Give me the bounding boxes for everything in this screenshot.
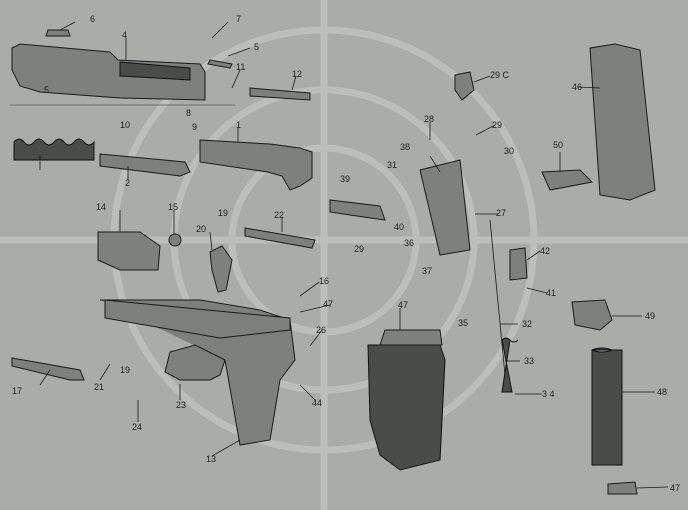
recoil-spring bbox=[13, 138, 95, 161]
label-10: 10 bbox=[120, 120, 130, 130]
label-5a: 5 bbox=[254, 42, 259, 52]
label-9: 9 bbox=[192, 122, 197, 132]
label-16: 16 bbox=[319, 276, 329, 286]
label-20: 20 bbox=[196, 224, 206, 234]
label-19: 19 bbox=[218, 208, 228, 218]
label-22: 22 bbox=[274, 210, 284, 220]
label-34: 3 4 bbox=[542, 389, 555, 399]
label-30: 30 bbox=[504, 146, 514, 156]
trigger bbox=[209, 245, 233, 293]
rear-sight bbox=[45, 29, 71, 37]
slide-stop-lever bbox=[11, 357, 85, 381]
label-32: 32 bbox=[522, 319, 532, 329]
label-37: 37 bbox=[422, 266, 432, 276]
leader-lines bbox=[39, 21, 669, 489]
magazine-catch bbox=[509, 247, 528, 281]
part-labels: 6 7 4 5 5 8 9 10 11 12 1 2 2 14 15 20 19… bbox=[12, 14, 680, 493]
label-46: 46 bbox=[572, 82, 582, 92]
label-8: 8 bbox=[186, 108, 191, 118]
label-31: 31 bbox=[387, 160, 397, 170]
label-19b: 19 bbox=[120, 365, 130, 375]
guide-rod bbox=[99, 153, 191, 177]
label-14: 14 bbox=[96, 202, 106, 212]
label-27: 27 bbox=[496, 208, 506, 218]
label-33: 33 bbox=[524, 356, 534, 366]
decocker bbox=[329, 199, 386, 221]
magazine-spring bbox=[591, 347, 623, 466]
label-5b: 5 bbox=[44, 85, 49, 95]
label-42: 42 bbox=[540, 246, 550, 256]
firing-pin-group bbox=[249, 87, 311, 101]
trigger-bar bbox=[244, 227, 316, 249]
label-40: 40 bbox=[394, 222, 404, 232]
magazine-body bbox=[589, 43, 656, 201]
label-41: 41 bbox=[546, 288, 556, 298]
hammer bbox=[454, 71, 475, 101]
takedown-lever bbox=[97, 231, 161, 271]
label-50: 50 bbox=[553, 140, 563, 150]
label-12: 12 bbox=[292, 69, 302, 79]
label-26: 26 bbox=[316, 325, 326, 335]
label-23: 23 bbox=[176, 400, 186, 410]
label-38: 38 bbox=[400, 142, 410, 152]
label-15: 15 bbox=[168, 202, 178, 212]
label-35: 35 bbox=[458, 318, 468, 328]
label-2: 2 bbox=[125, 178, 130, 188]
magazine-follower bbox=[541, 169, 594, 191]
sear-housing bbox=[419, 159, 471, 256]
label-47b: 47 bbox=[398, 300, 408, 310]
extractor bbox=[207, 59, 233, 69]
label-47a: 47 bbox=[323, 299, 333, 309]
label-6: 6 bbox=[90, 14, 95, 24]
slide bbox=[10, 43, 235, 106]
label-48: 48 bbox=[657, 387, 667, 397]
frame bbox=[100, 299, 296, 446]
label-49: 49 bbox=[645, 311, 655, 321]
label-24: 24 bbox=[132, 422, 142, 432]
label-39: 39 bbox=[340, 174, 350, 184]
label-13: 13 bbox=[206, 454, 216, 464]
label-17: 17 bbox=[12, 386, 22, 396]
label-44: 44 bbox=[312, 398, 322, 408]
label-29: 29 bbox=[492, 120, 502, 130]
label-28: 28 bbox=[424, 114, 434, 124]
magazine-floorplate bbox=[607, 481, 638, 495]
grip-module bbox=[367, 344, 446, 471]
hammer-spring bbox=[489, 219, 506, 376]
magazine-floorplate-insert bbox=[571, 299, 613, 331]
grip-insert bbox=[379, 329, 443, 346]
mainspring-coil bbox=[501, 337, 519, 393]
label-7: 7 bbox=[236, 14, 241, 24]
label-36: 36 bbox=[404, 238, 414, 248]
o-ring bbox=[168, 233, 182, 247]
label-47c: 47 bbox=[670, 483, 680, 493]
barrel bbox=[199, 139, 313, 191]
label-29b: 29 bbox=[354, 244, 364, 254]
label-11: 11 bbox=[236, 62, 245, 72]
label-4: 4 bbox=[122, 30, 127, 40]
label-21: 21 bbox=[94, 382, 104, 392]
label-29c: 29 C bbox=[490, 70, 510, 80]
label-1: 1 bbox=[236, 120, 241, 130]
